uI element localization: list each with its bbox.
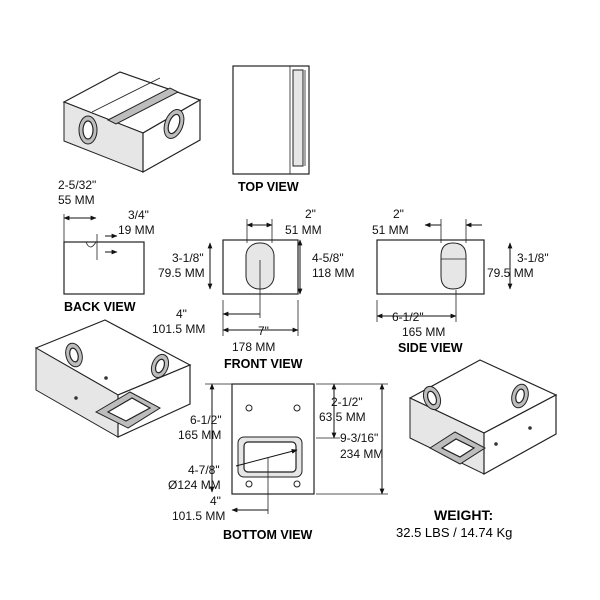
bottom-offset-inch: 2-1/2" <box>331 395 363 409</box>
weight-label: WEIGHT: <box>434 507 493 523</box>
side-slot-h-mm: 79.5 MM <box>487 266 534 280</box>
bottom-view-label: BOTTOM VIEW <box>223 528 313 542</box>
back-view-label: BACK VIEW <box>64 300 136 314</box>
top-view-drawing <box>232 65 310 175</box>
front-slot-w-mm: 51 MM <box>285 223 322 237</box>
side-view-label: SIDE VIEW <box>398 341 463 355</box>
isometric-view-bottom-right <box>408 359 558 476</box>
front-width-inch: 7" <box>258 324 269 338</box>
bottom-view-drawing <box>205 383 388 514</box>
isometric-view-top-left <box>62 71 202 174</box>
front-slot-h-mm: 79.5 MM <box>158 266 205 280</box>
front-width-mm: 178 MM <box>232 340 275 354</box>
isometric-view-bottom-left <box>34 319 192 438</box>
bottom-width-inch: 6-1/2" <box>190 413 222 427</box>
front-slot-w-inch: 2" <box>305 207 316 221</box>
side-width-mm: 165 MM <box>402 325 445 339</box>
back-notch-mm: 19 MM <box>118 223 155 237</box>
back-view-drawing <box>63 214 145 295</box>
back-width-inch: 2-5/32" <box>58 178 96 192</box>
front-depth-mm: 101.5 MM <box>152 322 205 336</box>
back-notch-inch: 3/4" <box>128 208 149 222</box>
hole-diameter-inch: 4-7/8" <box>188 463 220 477</box>
bottom-depth-mm: 101.5 MM <box>172 509 225 523</box>
front-view-drawing <box>207 219 303 336</box>
front-height-mm: 118 MM <box>312 266 354 280</box>
side-slot-w-mm: 51 MM <box>372 223 409 237</box>
side-width-inch: 6-1/2" <box>392 310 424 324</box>
front-height-inch: 4-5/8" <box>312 251 344 265</box>
side-slot-w-inch: 2" <box>393 207 404 221</box>
hole-diameter-mm: Ø124 MM <box>168 478 221 492</box>
side-view-drawing <box>376 219 513 322</box>
back-width-mm: 55 MM <box>58 193 95 207</box>
front-depth-inch: 4" <box>176 307 187 321</box>
front-slot-h-inch: 3-1/8" <box>172 251 204 265</box>
front-view-label: FRONT VIEW <box>224 357 303 371</box>
bottom-length-mm: 234 MM <box>340 447 383 461</box>
bottom-length-inch: 9-3/16" <box>340 431 378 445</box>
bottom-width-mm: 165 MM <box>178 428 221 442</box>
side-slot-h-inch: 3-1/8" <box>517 251 549 265</box>
bottom-depth-inch: 4" <box>210 494 221 508</box>
bottom-offset-mm: 63.5 MM <box>319 410 366 424</box>
top-view-label: TOP VIEW <box>238 180 299 194</box>
weight-value: 32.5 LBS / 14.74 Kg <box>396 525 512 540</box>
